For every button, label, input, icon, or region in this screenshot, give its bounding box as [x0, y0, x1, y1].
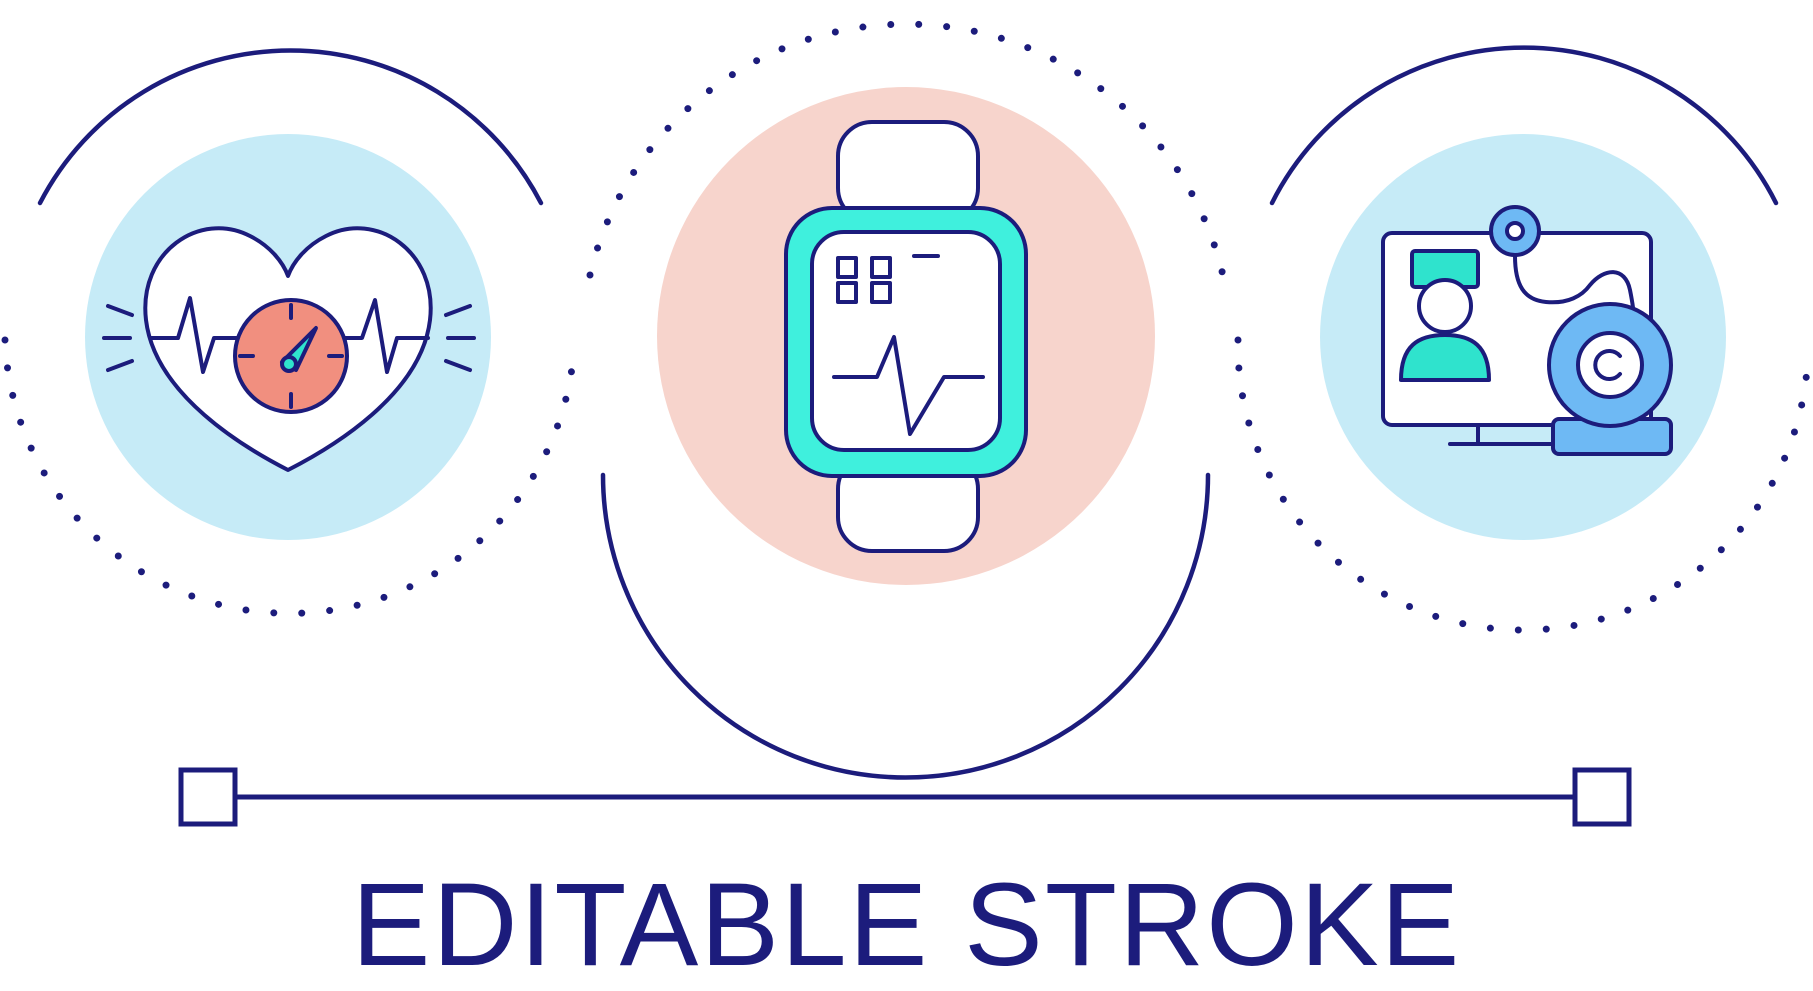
stethoscope-tube — [1513, 254, 1636, 322]
editable-stroke-bar — [178, 767, 1632, 827]
doctor-head — [1417, 278, 1473, 334]
vibration-mark — [106, 304, 134, 317]
screen-widget — [870, 281, 892, 304]
screen-widget — [836, 281, 858, 304]
right-dotted-arc — [1234, 336, 1812, 634]
middle-outer-arc — [600, 472, 1211, 780]
screen-widget — [870, 256, 892, 279]
pulse-line-right — [340, 298, 430, 374]
right-outer-arc — [1269, 45, 1779, 206]
screen-widget — [836, 256, 858, 279]
watch-screen — [810, 230, 1002, 452]
webcam-lens-ring — [1576, 331, 1644, 399]
smartwatch-ecg-icon — [784, 120, 1028, 553]
middle-concept-group — [586, 20, 1228, 780]
vibration-mark — [444, 359, 472, 372]
webcam-lens — [1593, 349, 1622, 381]
pulse-line — [148, 296, 242, 374]
vibration-mark — [106, 359, 134, 372]
telemedicine-doctor-icon — [1381, 205, 1673, 456]
editable-stroke-caption: EDITABLE STROKE — [351, 859, 1462, 991]
right-concept-group — [1234, 45, 1812, 634]
stethoscope-chestpiece-inner — [1505, 221, 1525, 241]
gauge-hub — [280, 355, 298, 373]
ecg-line — [832, 335, 985, 436]
left-outer-arc — [37, 48, 544, 206]
vibration-mark — [444, 304, 472, 317]
stroke-start-handle — [178, 767, 238, 827]
doctor-body — [1399, 333, 1491, 382]
heart-rate-gauge-icon — [102, 226, 476, 472]
stroke-end-handle — [1572, 767, 1632, 827]
left-concept-group — [1, 48, 577, 617]
